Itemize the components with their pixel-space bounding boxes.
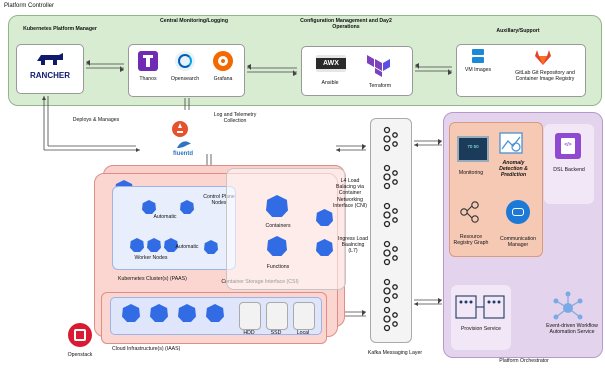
control-plane-label: Control Plane Nodes [203,194,235,207]
k8s-manager-title: Kubernetes Platform Manager [23,26,97,32]
hdd-icon [239,302,261,330]
log-label: Log and Telemetry Collection [213,112,257,125]
gitlab-label: GitLab Git Repository and Container Imag… [515,70,575,83]
vm-images-label: VM Images [464,67,492,73]
kafka-icons [383,126,398,332]
monitoring-title: Central Monitoring/Logging [159,18,228,24]
vm-icon [150,304,168,322]
worker-node-icon [147,238,161,252]
deploys-label: Deploys & Manages [72,117,120,123]
awx-logo-text: AWX [316,58,346,69]
orch-monitoring-label: Monitoring [458,170,484,176]
monitoring-screen-icon: 70 50 [457,136,489,162]
worker-node-icon [164,238,178,252]
openstack-icon [68,323,92,347]
openstack-label: Openstack [67,352,93,358]
worker-node-icon [130,238,144,252]
functions-icon [267,236,287,256]
config-title: Configuration Management and Day2 Operat… [300,18,392,31]
rancher-icon [37,53,63,65]
orchestrator-title: Platform Orchestrator [499,358,549,364]
infra-title: Cloud Infrastructure(s) (IAAS) [112,346,181,352]
rancher-box[interactable]: RANCHER [16,44,84,94]
local-disk-icon [293,302,315,330]
vm-icon [206,304,224,322]
master-node-icon [180,200,194,214]
event-label: Event-driven Workflow Automation Service [546,323,598,336]
ssd-icon [266,302,288,330]
containers-label: Containers [265,223,291,229]
communication-manager-icon [506,200,530,224]
vm-icon [178,304,196,322]
registry-label: Resource Registry Graph [453,234,489,247]
automatic-label-2: Automatic [175,244,199,250]
fluentd-label: fluentd [173,151,193,157]
registry-graph-icon [460,201,479,223]
grafana-label: Grafana [213,76,233,82]
provision-label: Provision Service [460,326,502,332]
worker-nodes-label: Worker Nodes [134,255,168,261]
ansible-label: Ansible [321,80,339,86]
thanos-icon [138,51,158,71]
terraform-icon [367,55,390,77]
config-box: AWX Ansible Terraform [301,46,413,96]
gauge-text: 70 50 [467,144,479,149]
functions-label: Functions [266,264,290,270]
worker-node-icon [204,240,218,254]
containers-icon [266,195,288,217]
ansible-icon: AWX [316,55,346,72]
hdd-label: HDD [243,330,255,336]
kafka-panel [370,118,412,343]
opensearch-icon [175,51,195,71]
prometheus-icon [172,121,188,137]
control-plane-panel [112,186,236,270]
vm-images-icon [472,49,484,55]
local-label: Local [296,330,310,336]
gitlab-icon [535,50,551,65]
l4-label: L4 Load Balacing via Container Networkin… [332,178,367,209]
monitoring-box: Thanos Opensearch Grafana [128,44,245,97]
aux-title: Auxillary/Support [496,28,540,34]
kafka-label: Kafka Messaging Layer [367,350,423,356]
dsl-backend-icon: </> [555,133,581,159]
vm-icon [122,304,140,322]
cluster-title: Kubernetes Cluster(s) (PAAS) [118,276,187,282]
aux-box: VM Images GitLab Git Repository and Cont… [456,44,586,97]
comm-label: Communication Manager [499,236,537,249]
event-workflow-icon [553,291,583,320]
provision-service-icon [455,295,505,319]
fluentd-icon [177,141,191,148]
ingress-label: Ingress Load Baalncing (L7) [338,236,368,255]
cni-icon [316,209,333,226]
opensearch-label: Opensearch [170,76,200,82]
page-title: Platform Controller [4,3,55,9]
rancher-logo-text: RANCHER [30,71,70,80]
ingress-icon [316,239,333,256]
dsl-label: DSL Backend [553,167,585,173]
grafana-icon [213,51,233,71]
services-panel [226,168,346,290]
terraform-label: Terraform [368,83,392,89]
master-node-icon [142,200,156,214]
anomaly-label: Anomaly Detection & Prediction [499,160,528,179]
anomaly-icon [499,132,523,154]
automatic-label-1: Automatic [153,214,177,220]
ssd-label: SSD [270,330,282,336]
thanos-label: Thanos [139,76,157,82]
